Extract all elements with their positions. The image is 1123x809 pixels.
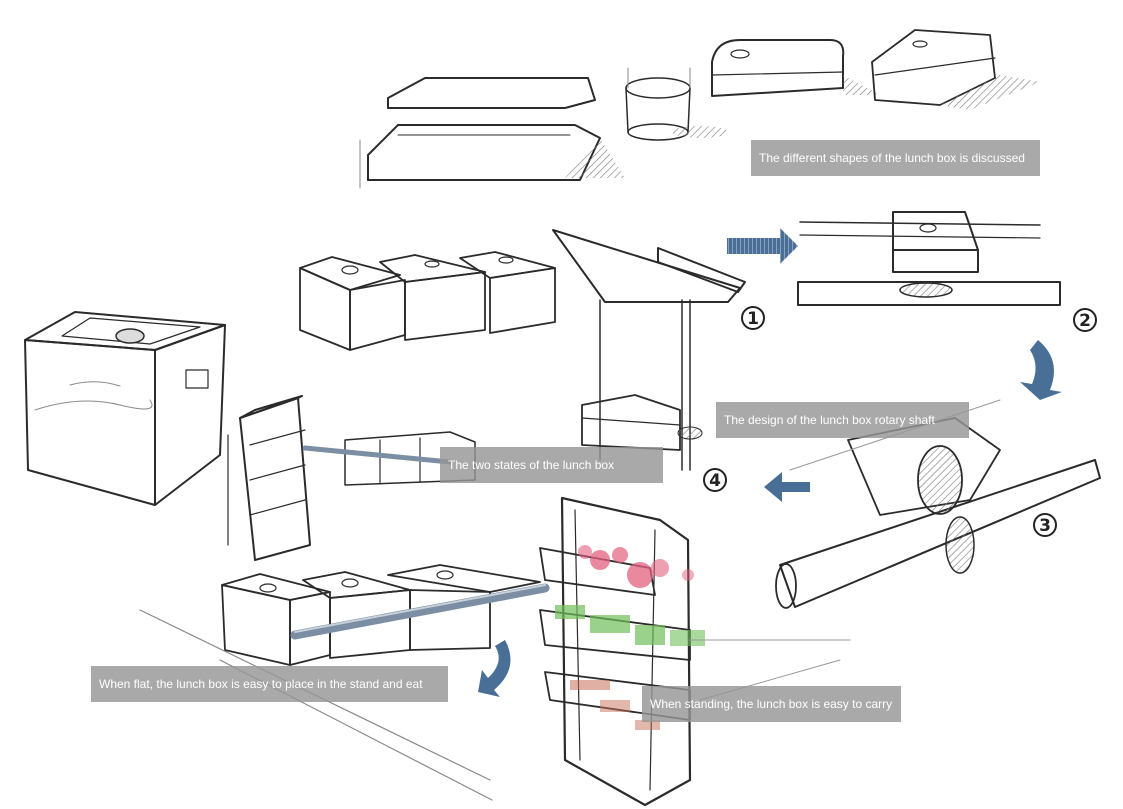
caption-shapes: The different shapes of the lunch box is… — [751, 140, 1040, 176]
step-2-label: 2 — [1079, 311, 1091, 331]
rail-box-sketch — [797, 211, 1061, 306]
three-cubes-sketch — [299, 251, 556, 351]
arrow-step2-to-3 — [1020, 340, 1062, 400]
step-1-label: 1 — [747, 309, 759, 329]
step-3-marker: 3 — [1033, 513, 1057, 537]
flat-tray-sketch — [359, 77, 625, 189]
round-container-sketch — [625, 67, 728, 141]
stand-sketch — [552, 229, 746, 471]
arrow-step1-to-2 — [727, 228, 798, 264]
arrow-step3-to-4 — [764, 472, 810, 502]
step-2-marker: 2 — [1073, 308, 1097, 332]
caption-standing: When standing, the lunch box is easy to … — [642, 686, 901, 722]
caption-rotary-shaft: The design of the lunch box rotary shaft — [716, 402, 969, 438]
step-4-label: 4 — [709, 471, 721, 491]
standing-lunch-box-sketch — [539, 496, 851, 807]
arrow-rotate — [478, 640, 511, 697]
rounded-box-sketch — [711, 39, 880, 97]
caption-two-states: The two states of the lunch box — [440, 447, 663, 483]
caption-flat: When flat, the lunch box is easy to plac… — [91, 666, 448, 702]
large-lunch-box-sketch — [24, 311, 226, 506]
step-4-marker: 4 — [703, 468, 727, 492]
rotary-shaft-sketch — [775, 399, 1101, 609]
slanted-box-sketch — [871, 29, 1040, 110]
step-3-label: 3 — [1039, 516, 1051, 536]
step-1-marker: 1 — [741, 306, 765, 330]
upright-lunch-box-sketch — [227, 395, 311, 561]
